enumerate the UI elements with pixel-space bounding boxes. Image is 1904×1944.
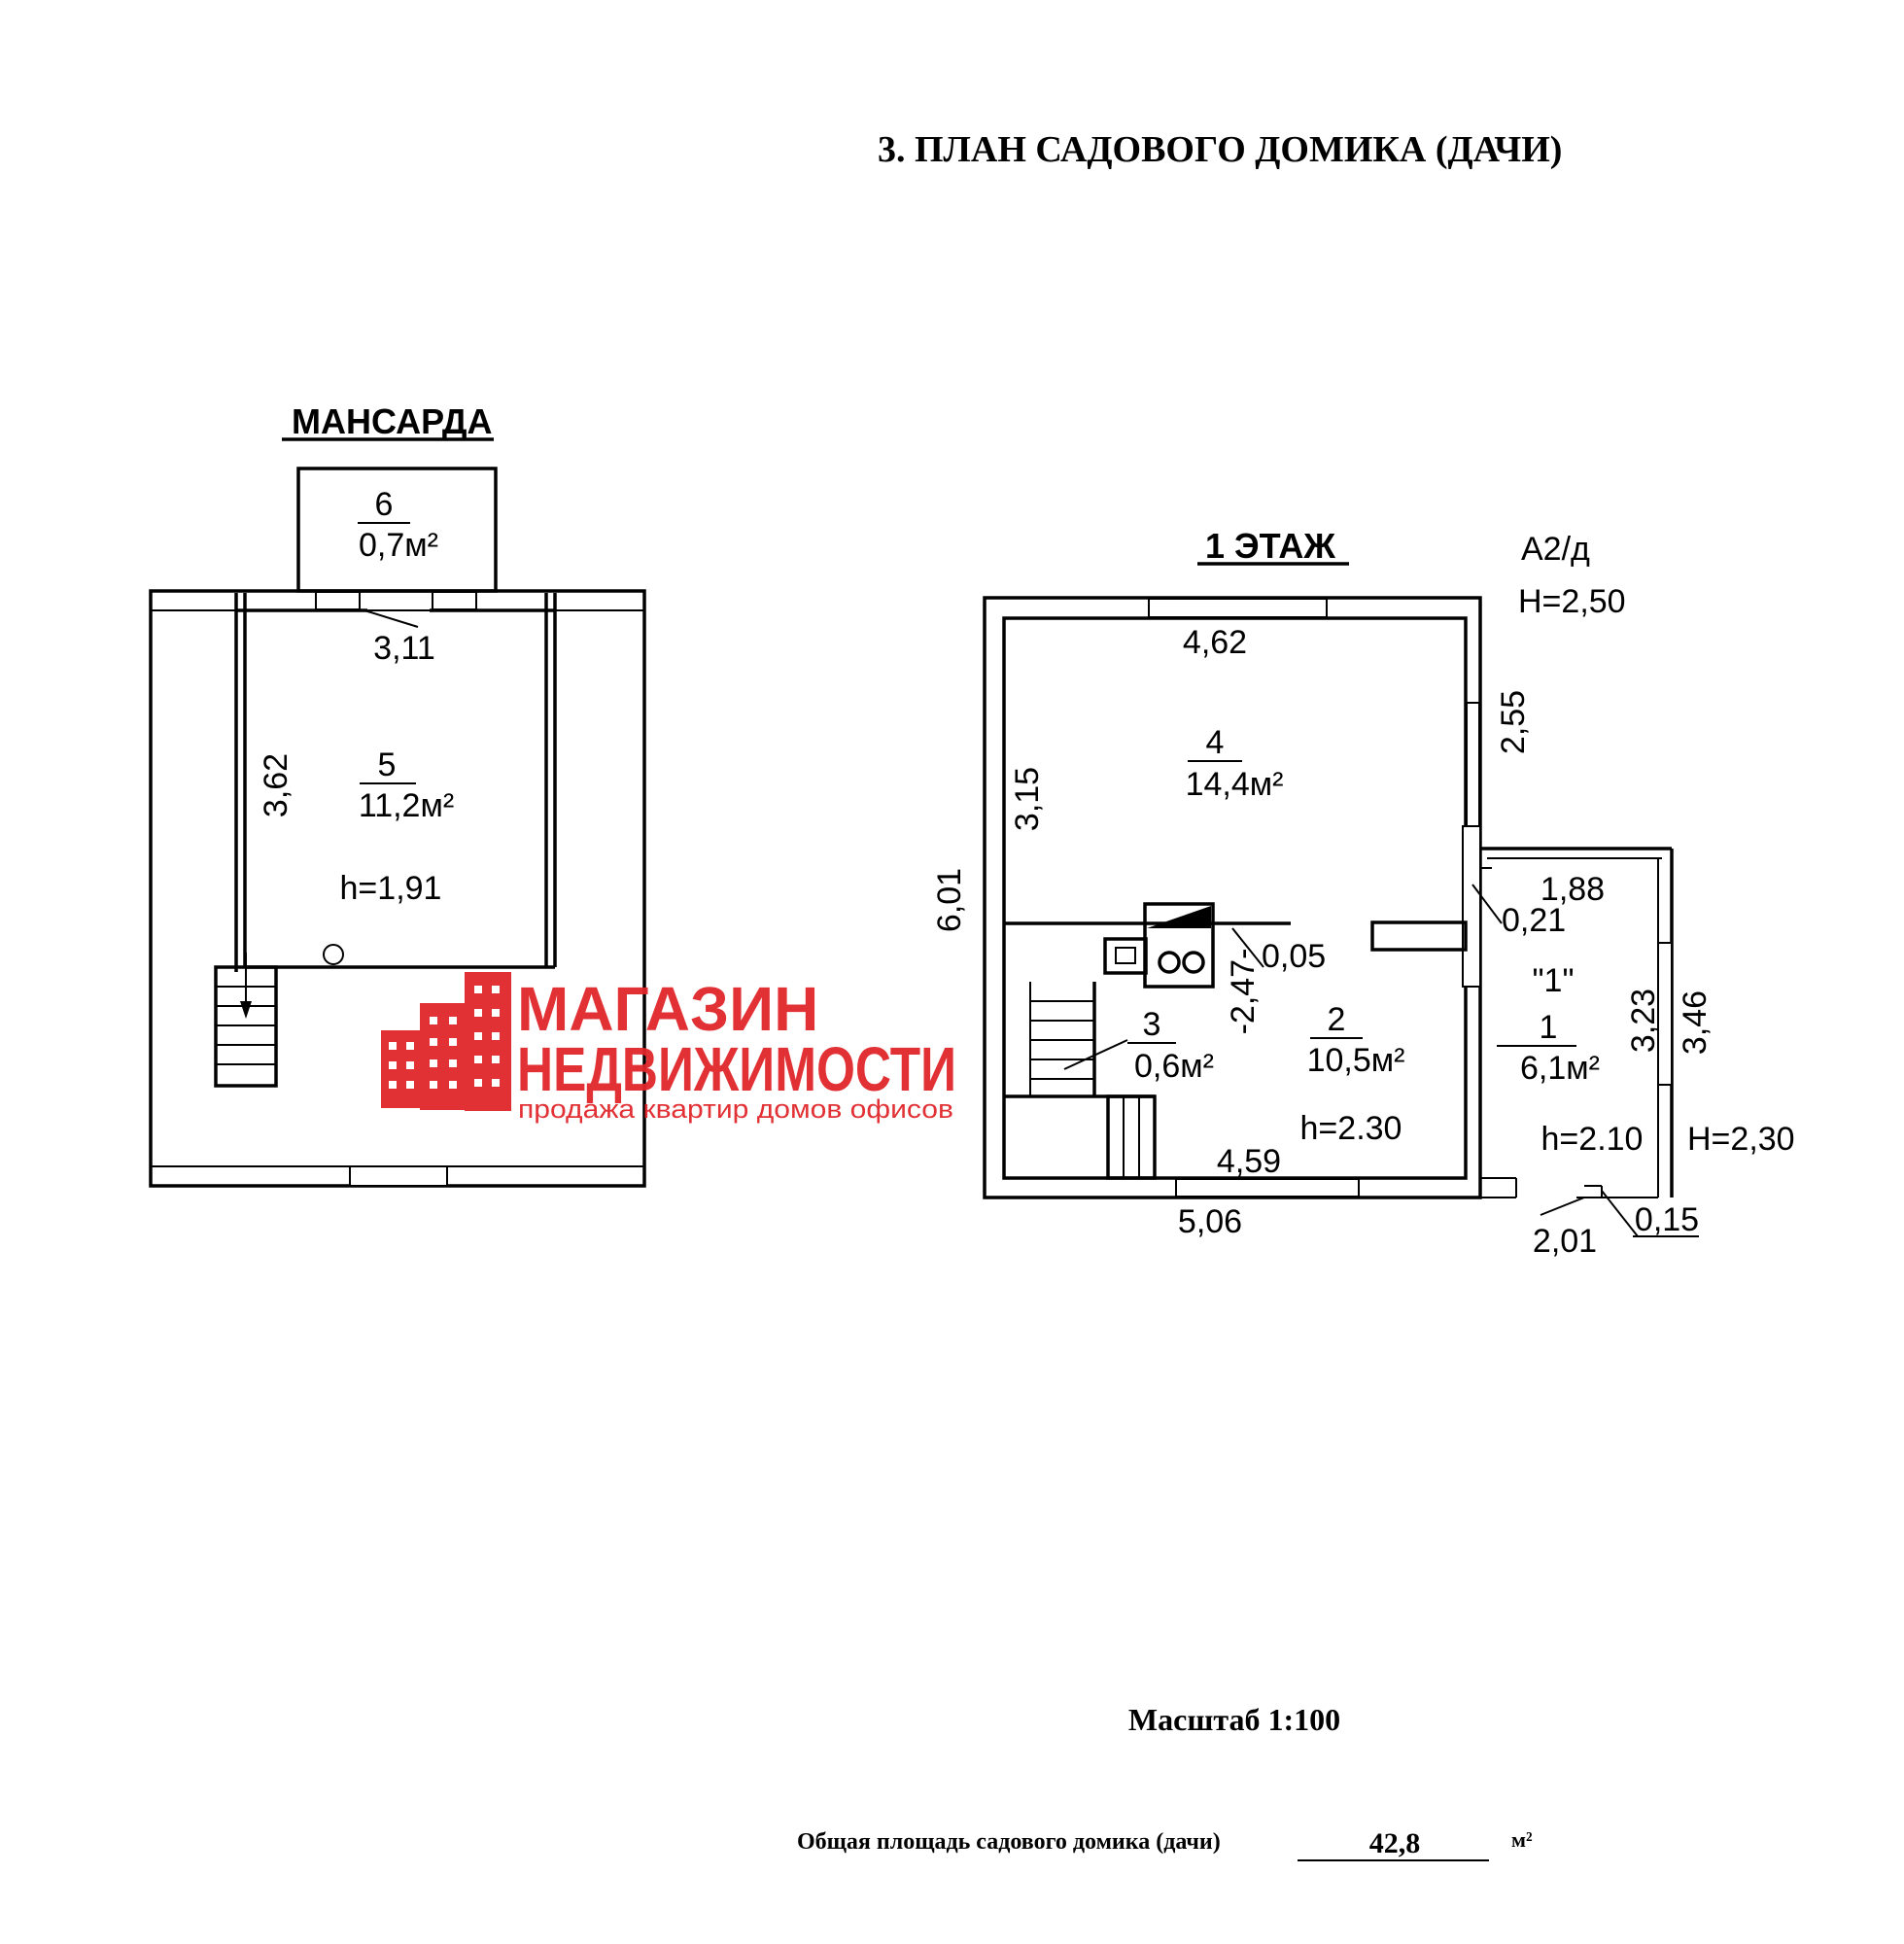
watermark-building-icon	[381, 972, 511, 1111]
mansard-door-right-leaf	[432, 591, 477, 610]
total-area-unit: м²	[1511, 1827, 1533, 1852]
veranda-dim-201: 2,01	[1533, 1223, 1597, 1260]
veranda-dim-346: 3,46	[1677, 990, 1714, 1055]
floor1-stove-chimney	[1147, 906, 1211, 928]
scale-label: Масштаб 1:100	[1128, 1702, 1340, 1737]
floor1-plan: 1 ЭТАЖ А2/д Н=2,50	[931, 526, 1626, 1240]
veranda-room1-number: 1	[1540, 1009, 1558, 1046]
veranda-dim-021: 0,21	[1502, 902, 1566, 939]
mansard-room6-area: 0,7м²	[359, 527, 438, 564]
mansard-dim-leader-top	[363, 609, 419, 628]
floor1-room4-area: 14,4м²	[1186, 766, 1284, 803]
mansard-dim-top: 3,11	[373, 630, 435, 667]
mansard-room6-number: 6	[375, 486, 394, 523]
floor1-window-right	[1466, 702, 1480, 827]
floor1-stair-leader	[1063, 1039, 1128, 1070]
floor1-label: 1 ЭТАЖ	[1205, 526, 1335, 566]
floor1-room3-number: 3	[1143, 1006, 1161, 1043]
floor1-door-right	[1462, 825, 1481, 988]
floor1-room2-height: h=2.30	[1300, 1110, 1402, 1147]
mansard-room5-height: h=1,91	[340, 870, 442, 907]
floor1-room2-number: 2	[1328, 1001, 1346, 1038]
watermark-line1: МАГАЗИН	[517, 974, 818, 1044]
total-area-value: 42,8	[1369, 1827, 1421, 1859]
watermark-line2: НЕДВИЖИМОСТИ	[517, 1034, 956, 1104]
floor1-lower-stair	[1106, 1094, 1157, 1180]
floor1-room3-area: 0,6м²	[1134, 1048, 1214, 1085]
floor1-code: А2/д	[1521, 531, 1590, 568]
mansard-dim-left: 3,62	[258, 753, 294, 817]
veranda-leader-015	[1601, 1190, 1639, 1237]
floor1-dim-247: -2,47-	[1225, 949, 1262, 1035]
floor1-dim-255: 2,55	[1495, 690, 1532, 754]
mansard-room5-number: 5	[378, 746, 397, 783]
floor1-height-total: Н=2,50	[1518, 583, 1626, 620]
mansard-label: МАНСАРДА	[292, 401, 492, 441]
page-title: 3. ПЛАН САДОВОГО ДОМИКА (ДАЧИ)	[878, 129, 1562, 170]
watermark-line3: продажа квартир домов офисов	[518, 1094, 953, 1124]
veranda-dim-188: 1,88	[1541, 871, 1605, 908]
floor1-window-top	[1148, 598, 1328, 618]
veranda-room1-height: h=2.10	[1541, 1121, 1644, 1158]
floor1-outer-wall	[983, 596, 1482, 1199]
veranda-room1-area: 6,1м²	[1520, 1050, 1600, 1087]
floor1-dim-601: 6,01	[931, 868, 968, 932]
floor1-dim-459: 4,59	[1217, 1143, 1281, 1180]
floor1-stove-burner-2	[1182, 951, 1205, 974]
floor1-dim-005: 0,05	[1262, 938, 1326, 975]
mansard-stair-arrowhead	[240, 1001, 252, 1019]
watermark: МАГАЗИН НЕДВИЖИМОСТИ продажа квартир дом…	[381, 972, 956, 1124]
veranda-dim-015: 0,15	[1635, 1201, 1699, 1238]
floor1-dim-462: 4,62	[1183, 624, 1247, 661]
floor1-room4-number: 4	[1206, 724, 1225, 761]
veranda-leader-201	[1540, 1197, 1585, 1216]
mansard-door-left-leaf	[315, 591, 361, 610]
floor1-dim-506: 5,06	[1178, 1203, 1242, 1240]
floor1-partition-stub	[1370, 920, 1468, 952]
mansard-room5-area: 11,2м²	[359, 787, 454, 824]
floor1-dim-315: 3,15	[1009, 767, 1046, 831]
floor1-stove-firebox	[1103, 937, 1148, 975]
veranda-label: "1"	[1532, 962, 1574, 999]
veranda-plan: "1" 1 6,1м² h=2.10 Н=2,30 1,88 0,21 3,23…	[1480, 847, 1795, 1260]
floor1-window-bottom	[1175, 1178, 1360, 1198]
floor1-room2-area: 10,5м²	[1307, 1042, 1405, 1079]
veranda-dim-323: 3,23	[1625, 989, 1662, 1053]
veranda-height-outer: Н=2,30	[1687, 1121, 1795, 1158]
floor1-inner-wall	[1002, 616, 1468, 1180]
floor1-stove-burner-1	[1158, 951, 1181, 974]
veranda-window-right	[1657, 942, 1673, 1086]
mansard-window-bottom	[349, 1165, 448, 1187]
total-area-label: Общая площадь садового домика (дачи)	[797, 1829, 1221, 1855]
mansard-hatch-circle	[323, 944, 344, 965]
mansard-plan: МАНСАРДА 6 0,7м² 3,11 3	[149, 401, 646, 1188]
